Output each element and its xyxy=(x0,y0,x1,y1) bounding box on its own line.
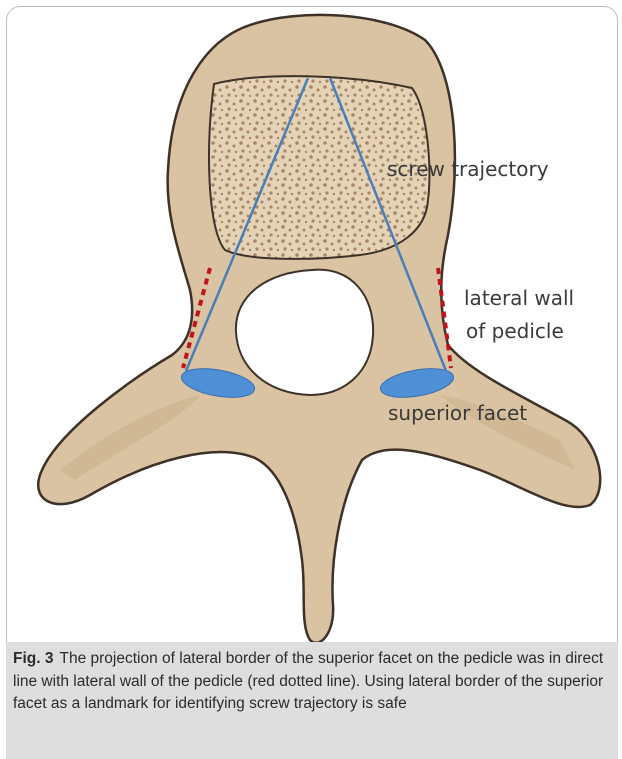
figure-label: Fig. 3 xyxy=(13,650,53,667)
label-screw-trajectory: screw trajectory xyxy=(387,157,549,181)
label-superior-facet: superior facet xyxy=(388,401,527,425)
vertebral-foramen xyxy=(236,270,373,395)
caption-text: The projection of lateral border of the … xyxy=(13,650,603,712)
label-lateral-wall-line1: lateral wall xyxy=(464,286,574,310)
label-lateral-wall-line2: of pedicle xyxy=(466,319,564,343)
